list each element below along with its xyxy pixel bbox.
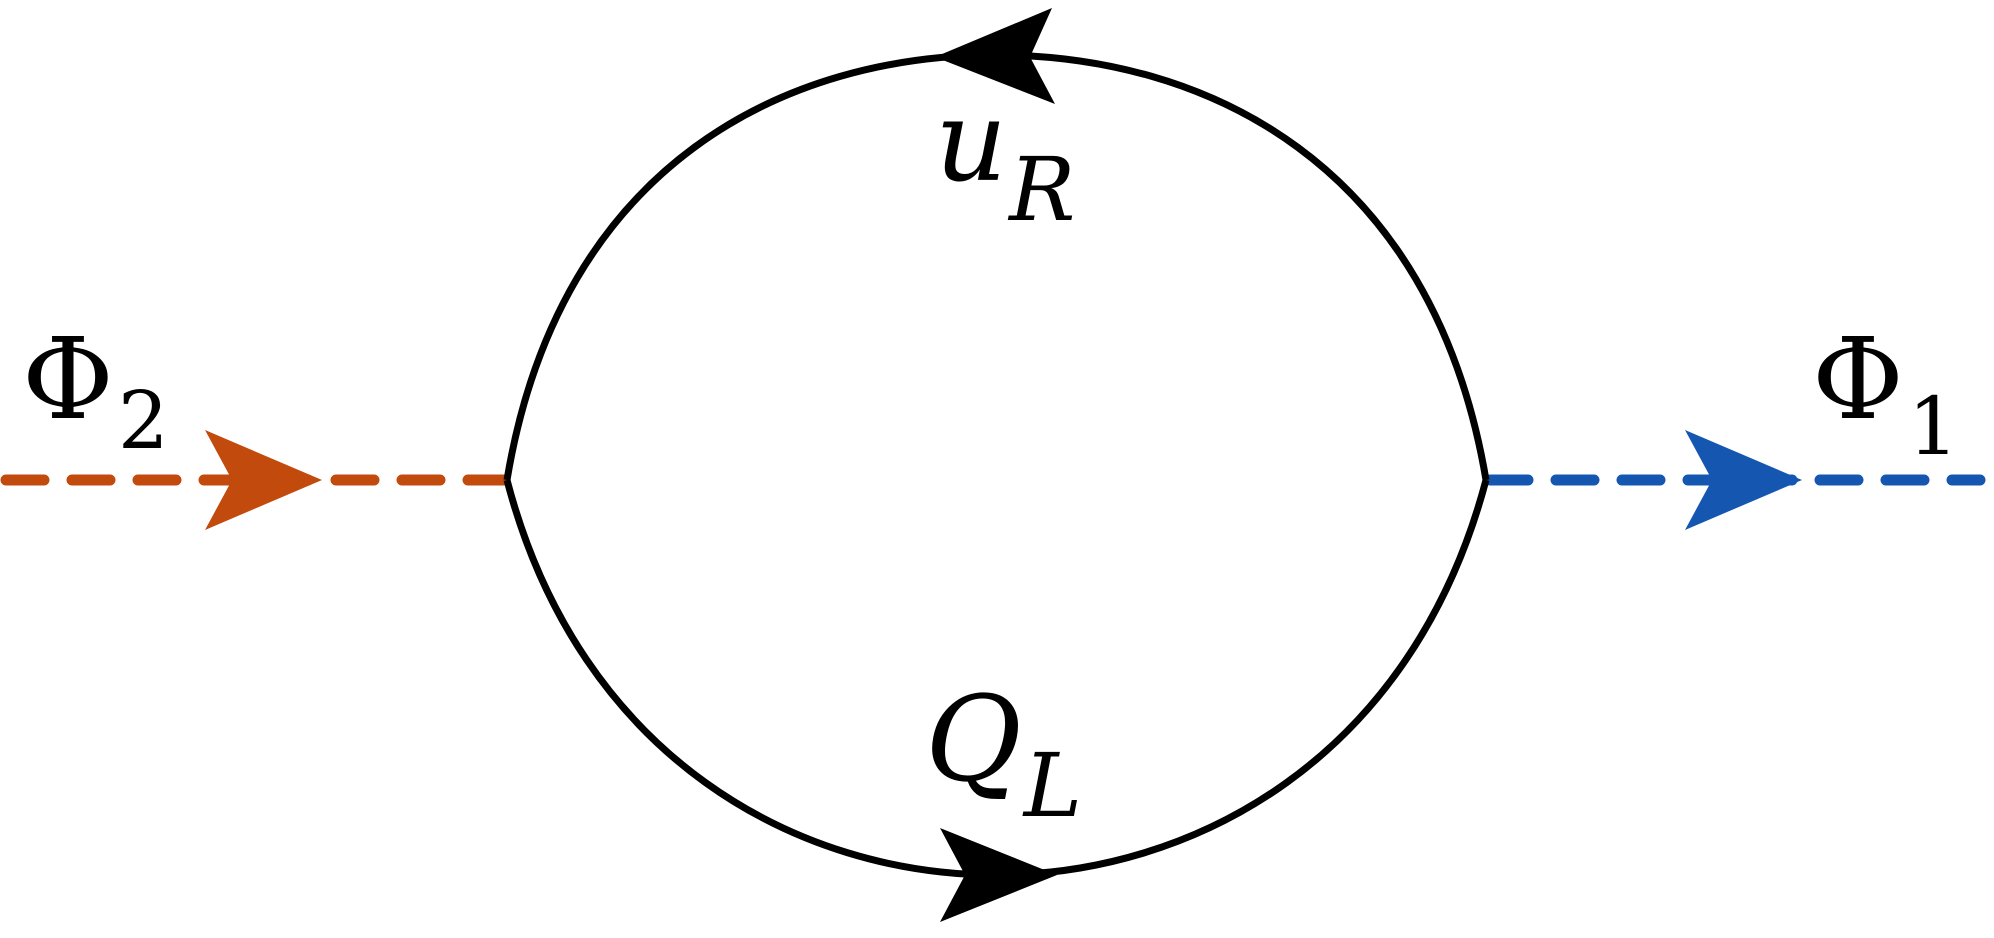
phi2-subscript: 2 [118,374,169,467]
QL-label: QL [925,670,1082,837]
phi1-symbol: Φ [1812,315,1904,445]
uR-subscript: R [1007,138,1075,241]
phi2-arrow-icon [205,430,322,530]
phi1-subscript: 1 [1908,380,1959,473]
QL-subscript: L [1022,734,1082,837]
uR-symbol: u [935,77,1007,207]
phi2-label: Φ2 [22,315,169,467]
uR-arrow-icon [935,8,1055,104]
uR-label: uR [935,77,1075,241]
QL-arrow-icon [940,828,1057,922]
QL-symbol: Q [925,670,1022,808]
phi1-arrow-icon [1685,430,1802,530]
phi1-label: Φ1 [1812,315,1959,473]
phi2-symbol: Φ [22,315,114,445]
